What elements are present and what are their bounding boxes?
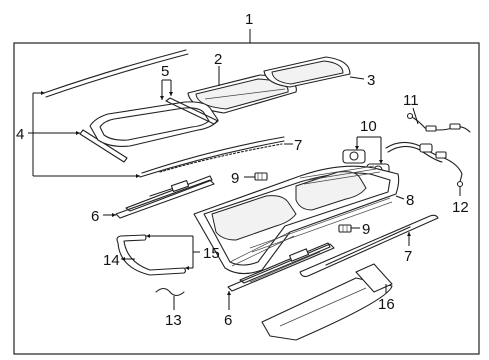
front-trim-strip — [165, 97, 219, 125]
callout-4-bracket — [28, 91, 140, 178]
sunroof-motor-left — [342, 149, 366, 164]
wind-deflector-lower — [299, 214, 439, 278]
callout-3: 3 — [367, 72, 375, 89]
callout-6b-arrow — [227, 291, 231, 295]
callout-3-leader — [349, 76, 365, 80]
rear-glass-panel — [263, 56, 351, 88]
clip-lower — [338, 224, 352, 233]
sunroof-opening-frame — [89, 101, 219, 147]
callout-4: 4 — [16, 126, 24, 143]
side-weatherstrip — [79, 129, 128, 163]
callout-6-lower: 6 — [224, 312, 232, 329]
callout-7-upper: 7 — [294, 137, 302, 154]
assembly-frame-box — [13, 42, 480, 355]
callout-7b-arrow — [407, 232, 411, 236]
callout-7-lower: 7 — [404, 248, 412, 265]
callout-5-bracket — [160, 79, 173, 100]
callout-5: 5 — [161, 63, 169, 80]
callout-9-upper: 9 — [231, 170, 239, 187]
wind-deflector-upper — [139, 136, 285, 178]
callout-9-lower: 9 — [362, 221, 370, 238]
callout-8: 8 — [406, 192, 414, 209]
callout-15: 15 — [203, 245, 220, 262]
sunroof-housing-frame — [193, 165, 400, 275]
roof-molding-strip — [43, 49, 189, 98]
callout-2: 2 — [214, 51, 222, 68]
clip-upper — [254, 172, 268, 181]
drain-hose-small — [155, 287, 185, 297]
callout-13: 13 — [165, 312, 182, 329]
side-rail-lower — [227, 242, 335, 292]
callout-12: 12 — [452, 199, 469, 216]
callout-11: 11 — [403, 92, 419, 109]
callout-8-leader — [395, 195, 405, 200]
callout-10-bracket — [355, 136, 383, 164]
callout-14-15-bracket — [121, 234, 200, 270]
wiring-harness-small — [406, 112, 471, 133]
callout-1: 1 — [245, 11, 253, 28]
callout-14: 14 — [103, 252, 120, 269]
side-rail-upper — [115, 175, 215, 219]
callout-6-upper: 6 — [91, 208, 99, 225]
shade-seal-loop — [116, 234, 187, 276]
sunshade-panel — [261, 263, 393, 341]
callout-16: 16 — [378, 296, 395, 313]
callout-10: 10 — [360, 118, 377, 135]
wiring-harness-large — [385, 141, 464, 188]
callout-11-leader — [412, 107, 419, 125]
callout-6a-arrow — [112, 213, 116, 217]
